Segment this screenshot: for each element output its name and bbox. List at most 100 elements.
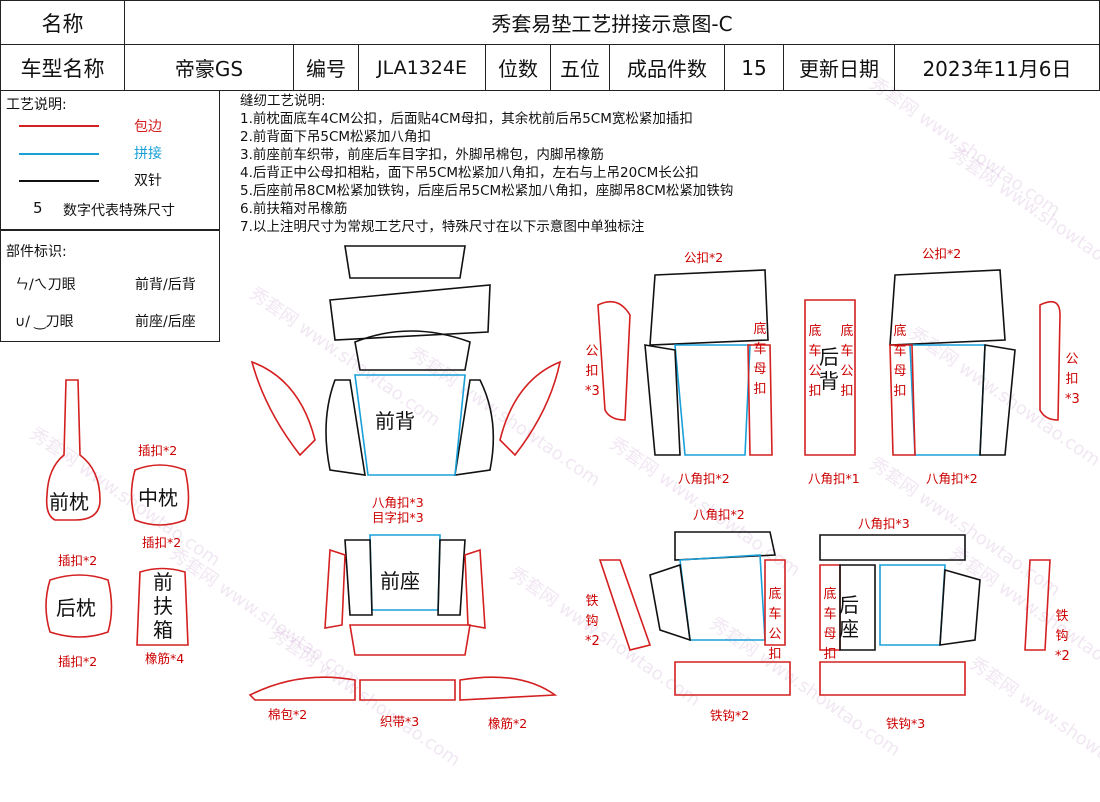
cotton-pack-strip xyxy=(248,676,356,701)
rubber-strip xyxy=(459,676,558,701)
mid-headrest-name: 中枕 xyxy=(138,486,178,510)
label-insert-rear: 插扣*2 xyxy=(58,654,98,669)
pattern-diagram xyxy=(45,245,1061,701)
label-rubber-armrest: 橡筋*4 xyxy=(145,651,185,666)
rear-headrest-name: 后枕 xyxy=(56,596,96,620)
front-seat-front xyxy=(349,624,471,656)
label-webbing: 织带*3 xyxy=(380,714,420,729)
rear-seat-left-strip xyxy=(764,559,786,646)
rear-back-right-main xyxy=(909,344,986,456)
label-male-top-right: 公扣*2 xyxy=(922,246,962,261)
rear-seat-left-front xyxy=(674,661,791,696)
marks-row2-meaning: 前座/后座 xyxy=(135,314,196,330)
label-octagon-rear-right: 八角扣*2 xyxy=(926,471,978,486)
label-hook-bottom-right: 铁钩*3 xyxy=(886,716,926,731)
label-male-side-left: 公扣*3 xyxy=(585,344,600,399)
armrest-name: 前扶箱 xyxy=(153,570,173,642)
note-line: 2.前背面下吊5CM松紧加八角扣 xyxy=(240,129,432,145)
rear-back-left-main xyxy=(674,344,751,456)
label-rubber-seat: 橡筋*2 xyxy=(488,716,528,731)
rear-seat-right-top xyxy=(819,534,966,561)
label-seat-left-vertical: 底车公扣 xyxy=(768,587,782,662)
label-male-side-right: 公扣*3 xyxy=(1065,352,1080,407)
front-seat-name: 前座 xyxy=(380,569,420,593)
rear-back-name: 后背 xyxy=(819,345,839,393)
rear-back-right-strip xyxy=(889,344,916,456)
rear-seat-left-main xyxy=(679,554,766,641)
rear-back-left-top xyxy=(649,269,769,346)
marks-row1-meaning: 前背/后背 xyxy=(135,277,196,293)
sewing-notes: 缝纫工艺说明: 1.前枕面底车4CM公扣，后面贴4CM母扣，其余枕前后吊5CM宽… xyxy=(240,92,733,236)
front-back-right-side xyxy=(499,360,562,457)
label-insert-mid-bottom: 插扣*2 xyxy=(142,535,182,550)
rear-back-right-edge xyxy=(1039,300,1061,421)
legend-title: 工艺说明: xyxy=(6,97,67,113)
marks-row1-symbols: ㄣ/ㄟ刀眼 xyxy=(15,277,76,293)
splice-line-sample xyxy=(19,153,99,155)
front-back-left-wing xyxy=(325,379,366,476)
front-back-right-wing xyxy=(454,379,495,476)
date-label: 更新日期 xyxy=(783,44,895,91)
front-seat-left xyxy=(344,539,373,616)
front-seat-left-side xyxy=(324,548,346,629)
marks-row2-symbols: ∪/ ‿刀眼 xyxy=(15,314,74,330)
front-seat-right-side xyxy=(464,548,486,629)
legend-double: 双针 xyxy=(134,173,162,189)
rear-seat-right-main xyxy=(879,564,946,646)
rear-seat-right-edge xyxy=(1024,559,1051,651)
rear-seat-name: 后座 xyxy=(839,593,859,641)
notes-title: 缝纫工艺说明: xyxy=(240,93,326,109)
number-meaning: 数字代表特殊尺寸 xyxy=(63,203,175,219)
double-line-sample xyxy=(19,180,99,182)
rear-seat-left-top xyxy=(674,531,776,561)
note-line: 3.前座前车织带，前座后车目字扣，外脚吊棉包，内脚吊橡筋 xyxy=(240,147,604,163)
label-rear-center-vertical: 底车母扣 xyxy=(893,324,907,399)
part-marks: 部件标识: ㄣ/ㄟ刀眼 前背/后背 ∪/ ‿刀眼 前座/后座 xyxy=(0,230,220,342)
front-headrest-name: 前枕 xyxy=(49,490,89,514)
front-headrest-piece xyxy=(45,379,101,521)
label-octagon-seat-left: 八角扣*2 xyxy=(693,507,745,522)
note-line: 6.前扶箱对吊橡筋 xyxy=(240,201,348,217)
label-bottom-left-back: 底车母扣 xyxy=(753,322,767,397)
rear-seat-right-wing xyxy=(939,568,981,646)
rear-back-left-strip xyxy=(747,344,773,456)
label-bottom-center-a: 底车公扣 xyxy=(808,324,822,399)
label-octagon-rear-left: 八角扣*2 xyxy=(678,471,730,486)
rear-seat-right-front xyxy=(819,661,966,696)
note-line: 4.后背正中公母扣相粘，面下吊5CM松紧加八角扣，左右与上吊20CM长公扣 xyxy=(240,165,699,181)
rear-back-right-wing xyxy=(979,344,1016,456)
label-mu-buckle: 目字扣*3 xyxy=(372,510,424,525)
rear-headrest-piece xyxy=(45,574,113,638)
rear-back-left-edge xyxy=(597,300,631,421)
label-hook-left: 铁钩*2 xyxy=(585,594,600,649)
label-insert-front: 插扣*2 xyxy=(58,553,98,568)
pieces-label: 成品件数 xyxy=(609,44,725,91)
front-back-name: 前背 xyxy=(375,409,415,433)
note-line: 1.前枕面底车4CM公扣，后面贴4CM母扣，其余枕前后吊5CM宽松紧加插扣 xyxy=(240,111,693,127)
front-back-center xyxy=(354,374,466,476)
webbing-strip xyxy=(359,679,456,701)
front-seat-right xyxy=(437,539,466,616)
label-insert-mid-top: 插扣*2 xyxy=(138,443,178,458)
front-back-top xyxy=(344,245,466,279)
note-line: 5.后座前吊8CM松紧加铁钩，后座后吊5CM松紧加八角扣，座脚吊8CM松紧加铁钩 xyxy=(240,183,734,199)
label-octagon-seat-right: 八角扣*3 xyxy=(858,516,910,531)
label-hook-right: 铁钩*2 xyxy=(1055,609,1070,664)
rear-seat-left-edge xyxy=(598,559,652,651)
seats-label: 位数 xyxy=(485,44,551,91)
rear-back-center xyxy=(804,299,856,456)
model-label: 车型名称 xyxy=(0,44,125,91)
legend-edge: 包边 xyxy=(134,119,162,135)
process-legend: 工艺说明: 包边 拼接 双针 5 数字代表特殊尺寸 xyxy=(0,90,220,230)
number-sample: 5 xyxy=(33,199,43,217)
label-cotton-pack: 棉包*2 xyxy=(268,707,308,722)
label-seat-right-vertical: 底车母扣 xyxy=(823,587,837,662)
front-back-upper xyxy=(354,330,471,371)
marks-title: 部件标识: xyxy=(6,244,67,260)
label-bottom-center-b: 底车公扣 xyxy=(840,324,854,399)
label-hook-bottom-left: 铁钩*2 xyxy=(710,708,750,723)
label-octagon-rear-center: 八角扣*1 xyxy=(808,471,860,486)
front-back-left-side xyxy=(250,360,316,457)
rear-seat-right-center xyxy=(839,564,876,651)
rear-back-right-top xyxy=(889,269,1006,346)
